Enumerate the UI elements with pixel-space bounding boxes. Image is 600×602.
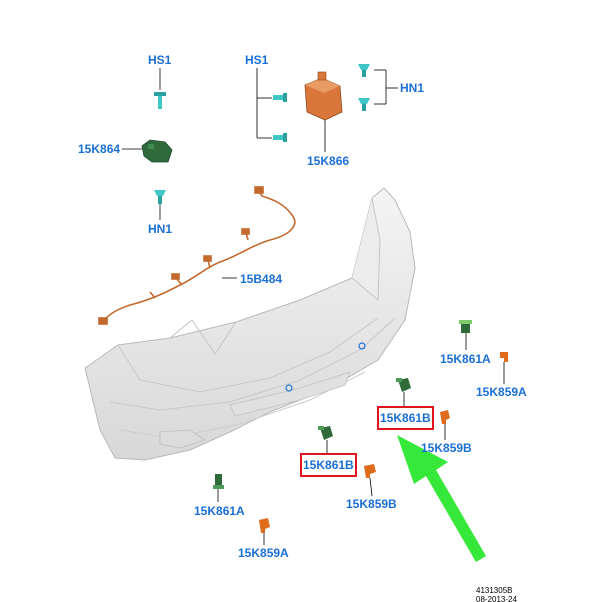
bracket-15k859b-lower	[364, 464, 376, 478]
label-15k861b-lower: 15K861B	[303, 458, 354, 472]
label-15k859a-right: 15K859A	[476, 385, 527, 399]
sensor-15k861b-lower	[318, 426, 333, 440]
reference-number: 4131305B	[476, 586, 512, 595]
label-15k859b-upper: 15K859B	[421, 441, 472, 455]
label-hs1-left: HS1	[148, 53, 172, 67]
label-15b484: 15B484	[240, 272, 282, 286]
sensor-15k861a-right	[459, 320, 472, 333]
sensor-15k861a-left	[213, 474, 224, 489]
label-15k861b-upper: 15K861B	[380, 411, 431, 425]
parking-aid-module	[304, 71, 343, 121]
clips-hn1-right	[358, 64, 398, 111]
label-hn1-right: HN1	[400, 81, 424, 95]
label-hn1-left: HN1	[148, 222, 172, 236]
rear-bumper-cover	[84, 187, 416, 461]
label-15k859a-left: 15K859A	[238, 546, 289, 560]
bracket-15k859b-upper	[440, 410, 450, 424]
wiring-harness	[98, 186, 296, 325]
bracket-15k859a-left	[259, 518, 270, 533]
label-15k864: 15K864	[78, 142, 120, 156]
sensor-15k861b-upper	[396, 378, 411, 392]
sensor-hole-lower	[285, 384, 293, 392]
label-15k866: 15K866	[307, 154, 349, 168]
bracket-15k859a-right	[500, 352, 508, 362]
sensor-hole-upper	[358, 342, 366, 350]
screw-hs1-left	[154, 92, 166, 109]
highlight-box-lower	[300, 453, 357, 477]
bracket-15k864	[141, 139, 173, 163]
green-arrow	[397, 435, 486, 562]
label-15k861a-right: 15K861A	[440, 352, 491, 366]
label-hs1-right: HS1	[245, 53, 269, 67]
highlight-box-upper	[377, 406, 434, 430]
screws-hs1-right	[256, 68, 287, 142]
reference-date: 08-2013-24	[476, 595, 517, 602]
label-15k861a-left: 15K861A	[194, 504, 245, 518]
clip-hn1-left	[154, 190, 166, 204]
label-15k859b-lower: 15K859B	[346, 497, 397, 511]
